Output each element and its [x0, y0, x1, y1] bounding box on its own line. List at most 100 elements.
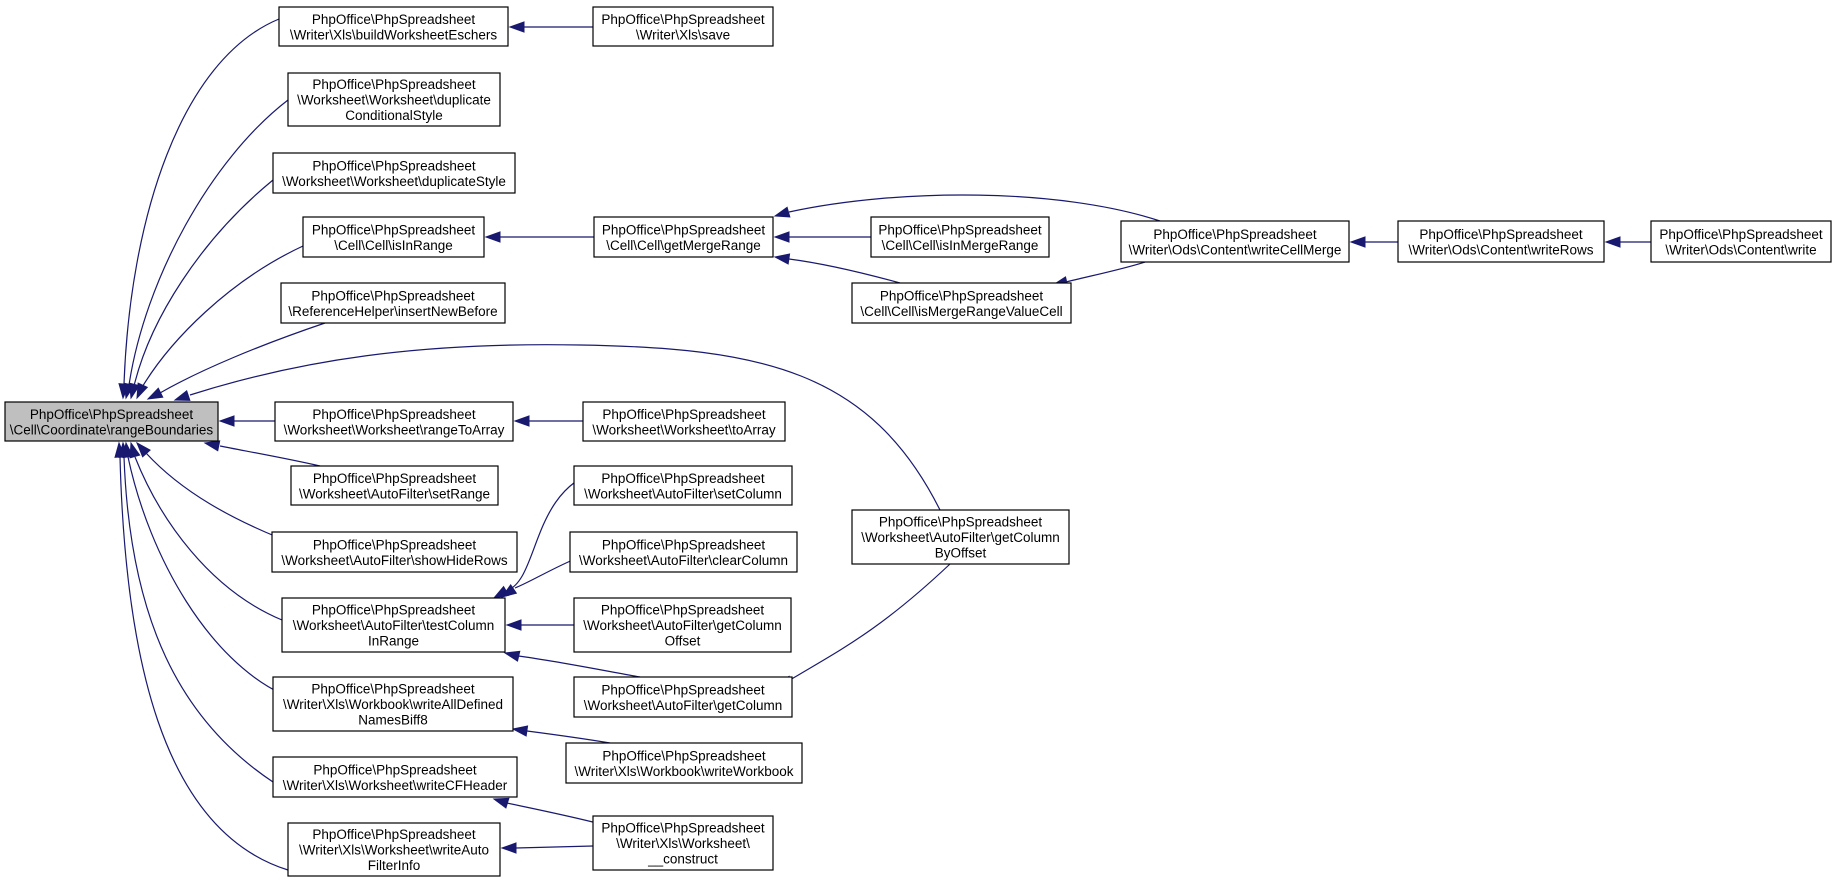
node-box	[573, 676, 793, 718]
node-label-line: PhpOffice\PhpSpreadsheet	[312, 158, 476, 173]
arrowhead-icon	[505, 619, 522, 631]
node-writeAllDefinedNamesBiff8[interactable]: PhpOffice\PhpSpreadsheet\Writer\Xls\Work…	[272, 676, 514, 732]
edge-line	[127, 456, 283, 695]
node-isInMergeRange[interactable]: PhpOffice\PhpSpreadsheet\Cell\Cell\isInM…	[870, 216, 1050, 258]
edge-duplicateStyle-to-rangeBoundaries	[128, 179, 274, 400]
node-label-line: \Worksheet\AutoFilter\setColumn	[584, 486, 782, 501]
edge-toArray-to-rangeToArray	[513, 415, 583, 427]
arrowhead-icon	[1604, 236, 1621, 248]
node-toArray[interactable]: PhpOffice\PhpSpreadsheet\Worksheet\Works…	[582, 401, 786, 442]
node-showHideRows[interactable]: PhpOffice\PhpSpreadsheet\Worksheet\AutoF…	[271, 531, 518, 573]
node-isInRange[interactable]: PhpOffice\PhpSpreadsheet\Cell\Cell\isInR…	[302, 216, 485, 258]
node-getMergeRange[interactable]: PhpOffice\PhpSpreadsheet\Cell\Cell\getMe…	[593, 216, 774, 258]
node-xlsSave[interactable]: PhpOffice\PhpSpreadsheet\Writer\Xls\save	[592, 6, 774, 47]
node-testColumnInRange[interactable]: PhpOffice\PhpSpreadsheet\Worksheet\AutoF…	[281, 597, 506, 653]
edge-writeCellMerge-to-getMergeRange	[773, 194, 1161, 222]
node-label-line: PhpOffice\PhpSpreadsheet	[601, 471, 765, 486]
node-odsWrite[interactable]: PhpOffice\PhpSpreadsheet\Writer\Ods\Cont…	[1650, 220, 1832, 263]
node-box	[582, 401, 786, 442]
node-buildWorksheetEschers[interactable]: PhpOffice\PhpSpreadsheet\Writer\Xls\buil…	[278, 6, 509, 47]
nodes-layer: PhpOffice\PhpSpreadsheet\Cell\Coordinate…	[4, 6, 1832, 877]
edge-writeCFHeader-to-rangeBoundaries	[118, 441, 274, 783]
node-writeCellMerge[interactable]: PhpOffice\PhpSpreadsheet\Writer\Ods\Cont…	[1120, 220, 1350, 263]
edge-xlsSave-to-buildWorksheetEschers	[508, 21, 593, 33]
node-label-line: \Writer\Xls\Workbook\writeAllDefined	[283, 697, 503, 712]
node-label-line: \Writer\Ods\Content\write	[1665, 242, 1816, 257]
edge-line	[783, 563, 951, 684]
node-label-line: PhpOffice\PhpSpreadsheet	[312, 222, 476, 237]
arrowhead-icon	[773, 231, 790, 243]
node-box	[274, 401, 514, 442]
node-box	[272, 756, 518, 798]
arrowhead-icon	[146, 387, 164, 400]
node-duplicateConditionalStyle[interactable]: PhpOffice\PhpSpreadsheet\Worksheet\Works…	[287, 72, 501, 127]
edge-writeAutoFilterInfo-to-rangeBoundaries	[114, 441, 289, 871]
node-getColumnOffset[interactable]: PhpOffice\PhpSpreadsheet\Worksheet\AutoF…	[573, 597, 792, 653]
node-label-line: \Writer\Xls\Worksheet\writeAuto	[299, 843, 489, 858]
node-rangeBoundaries[interactable]: PhpOffice\PhpSpreadsheet\Cell\Coordinate…	[4, 401, 219, 442]
edge-getColumnOffset-to-testColumnInRange	[505, 619, 574, 631]
node-box	[280, 282, 506, 324]
node-label-line: PhpOffice\PhpSpreadsheet	[602, 748, 766, 763]
node-box	[281, 597, 506, 653]
node-box	[1397, 220, 1605, 263]
node-label-line: \Cell\Cell\isInRange	[334, 238, 453, 253]
edge-isMergeRangeValueCell-to-getMergeRange	[773, 253, 901, 284]
node-label-line: \Writer\Xls\save	[636, 27, 730, 42]
node-getColumn[interactable]: PhpOffice\PhpSpreadsheet\Worksheet\AutoF…	[573, 676, 793, 718]
node-box	[573, 597, 792, 653]
arrowhead-icon	[508, 21, 525, 33]
edges-layer	[114, 18, 1651, 871]
node-box	[569, 531, 798, 573]
edge-line	[134, 456, 283, 621]
edge-line	[140, 245, 304, 390]
arrowhead-icon	[500, 584, 518, 598]
node-label-line: PhpOffice\PhpSpreadsheet	[602, 537, 766, 552]
node-getColumnByOffset[interactable]: PhpOffice\PhpSpreadsheet\Worksheet\AutoF…	[851, 509, 1070, 565]
node-setRange[interactable]: PhpOffice\PhpSpreadsheet\Worksheet\AutoF…	[290, 465, 499, 506]
node-label-line: \ReferenceHelper\insertNewBefore	[288, 304, 497, 319]
node-label-line: \Worksheet\AutoFilter\getColumn	[584, 698, 783, 713]
arrowhead-icon	[492, 797, 510, 809]
node-label-line: PhpOffice\PhpSpreadsheet	[312, 603, 476, 618]
edge-line	[128, 99, 289, 386]
node-duplicateStyle[interactable]: PhpOffice\PhpSpreadsheet\Worksheet\Works…	[272, 152, 516, 194]
node-writeAutoFilterInfo[interactable]: PhpOffice\PhpSpreadsheet\Writer\Xls\Work…	[287, 822, 501, 877]
node-xlsWorksheetConstruct[interactable]: PhpOffice\PhpSpreadsheet\Writer\Xls\Work…	[592, 815, 774, 871]
node-writeWorkbook[interactable]: PhpOffice\PhpSpreadsheet\Writer\Xls\Work…	[565, 742, 803, 784]
arrowhead-icon	[484, 231, 501, 243]
node-label-line: PhpOffice\PhpSpreadsheet	[313, 762, 477, 777]
node-clearColumn[interactable]: PhpOffice\PhpSpreadsheet\Worksheet\AutoF…	[569, 531, 798, 573]
edge-xlsWorksheetConstruct-to-writeCFHeader	[492, 797, 609, 827]
arrowhead-icon	[773, 253, 791, 265]
edge-showHideRows-to-rangeBoundaries	[136, 441, 301, 547]
node-box	[593, 216, 774, 258]
node-label-line: __construct	[647, 852, 718, 867]
node-writeRows[interactable]: PhpOffice\PhpSpreadsheet\Writer\Ods\Cont…	[1397, 220, 1605, 263]
node-label-line: PhpOffice\PhpSpreadsheet	[601, 682, 765, 697]
edge-writeAllDefinedNamesBiff8-to-rangeBoundaries	[122, 441, 283, 695]
node-label-line: PhpOffice\PhpSpreadsheet	[311, 288, 475, 303]
edge-getColumnByOffset-to-getColumn	[775, 563, 951, 687]
node-rangeToArray[interactable]: PhpOffice\PhpSpreadsheet\Worksheet\Works…	[274, 401, 514, 442]
arrowhead-icon	[136, 441, 151, 458]
node-label-line: \Worksheet\Worksheet\toArray	[592, 422, 776, 437]
node-label-line: InRange	[368, 634, 419, 649]
arrowhead-icon	[136, 382, 149, 400]
edge-getMergeRange-to-isInRange	[484, 231, 594, 243]
node-writeCFHeader[interactable]: PhpOffice\PhpSpreadsheet\Writer\Xls\Work…	[272, 756, 518, 798]
arrowhead-icon	[503, 650, 521, 662]
node-insertNewBefore[interactable]: PhpOffice\PhpSpreadsheet\ReferenceHelper…	[280, 282, 506, 324]
edge-xlsWorksheetConstruct-to-writeAutoFilterInfo	[500, 842, 594, 854]
edge-line	[189, 344, 941, 511]
node-setColumn[interactable]: PhpOffice\PhpSpreadsheet\Worksheet\AutoF…	[573, 465, 793, 506]
node-box	[290, 465, 499, 506]
node-isMergeRangeValueCell[interactable]: PhpOffice\PhpSpreadsheet\Cell\Cell\isMer…	[851, 282, 1072, 324]
arrowhead-icon	[128, 382, 141, 400]
node-box	[851, 509, 1070, 565]
edge-line	[123, 456, 274, 783]
arrowhead-icon	[1349, 236, 1366, 248]
node-label-line: \Worksheet\AutoFilter\showHideRows	[281, 553, 508, 568]
node-label-line: PhpOffice\PhpSpreadsheet	[30, 407, 194, 422]
